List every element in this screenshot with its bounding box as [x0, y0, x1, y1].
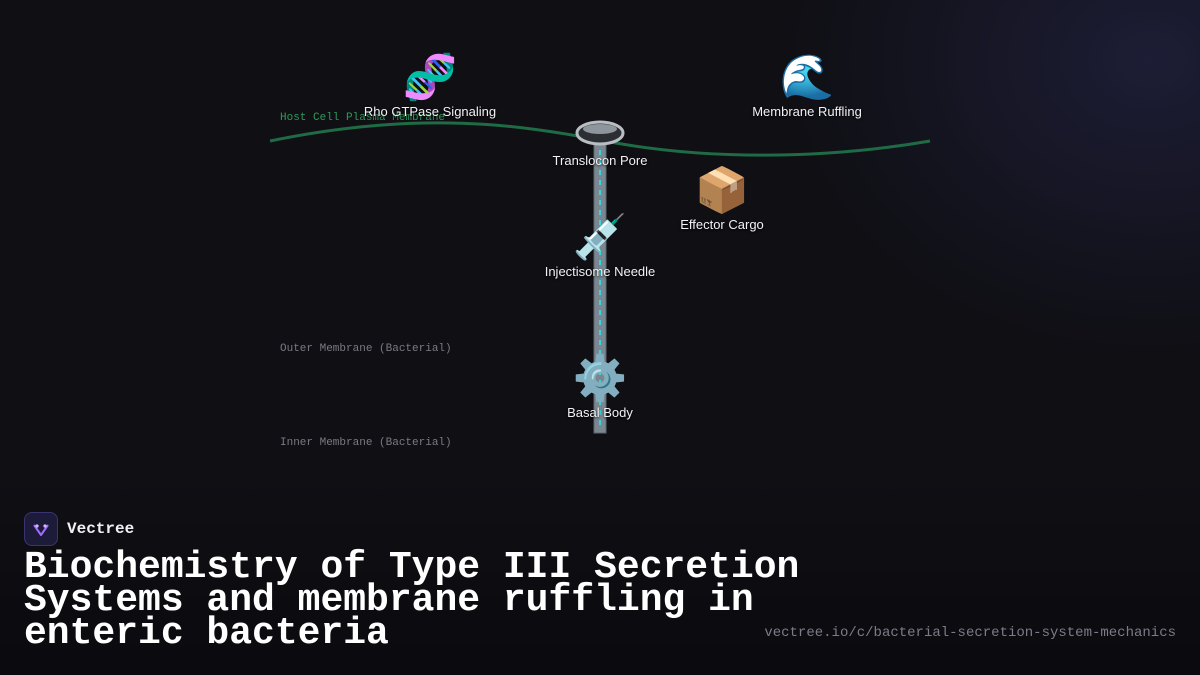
node-basal-body-label: Basal Body [567, 405, 633, 420]
node-membrane-ruffling-label: Membrane Ruffling [752, 104, 862, 119]
node-rho-gtpase-label: Rho GTPase Signaling [363, 104, 497, 119]
syringe-icon: 💉 [572, 212, 628, 263]
inner-membrane-label: Inner Membrane (Bacterial) [280, 437, 452, 449]
outer-membrane-label: Outer Membrane (Bacterial) [280, 343, 452, 355]
host-membrane-label: Host Cell Plasma Membrane [280, 112, 446, 124]
node-translocon-pore: Translocon Pore [553, 151, 648, 168]
brand[interactable]: Vectree [24, 512, 134, 546]
node-rho-gtpase: 🧬 Rho GTPase Signaling [363, 52, 497, 120]
node-basal-body: ⚙️ Basal Body [567, 353, 633, 421]
translocon-pore-rim [583, 124, 617, 134]
node-effector-cargo: 📦 Effector Cargo [680, 165, 764, 233]
vectree-logo-icon [24, 512, 58, 546]
node-translocon-pore-label: Translocon Pore [552, 153, 648, 168]
wave-icon: 🌊 [779, 52, 835, 103]
brand-name: Vectree [67, 520, 135, 538]
source-url[interactable]: vectree.io/c/bacterial-secretion-system-… [764, 625, 1176, 641]
node-membrane-ruffling: 🌊 Membrane Ruffling [752, 52, 862, 120]
gear-icon: ⚙️ [572, 353, 628, 404]
package-icon: 📦 [694, 165, 750, 216]
node-effector-cargo-label: Effector Cargo [680, 217, 764, 232]
node-injectisome-needle-label: Injectisome Needle [544, 264, 656, 279]
node-injectisome-needle: 💉 Injectisome Needle [544, 212, 656, 280]
page-title: Biochemistry of Type III Secretion Syste… [24, 546, 800, 655]
dna-icon: 🧬 [402, 52, 458, 103]
